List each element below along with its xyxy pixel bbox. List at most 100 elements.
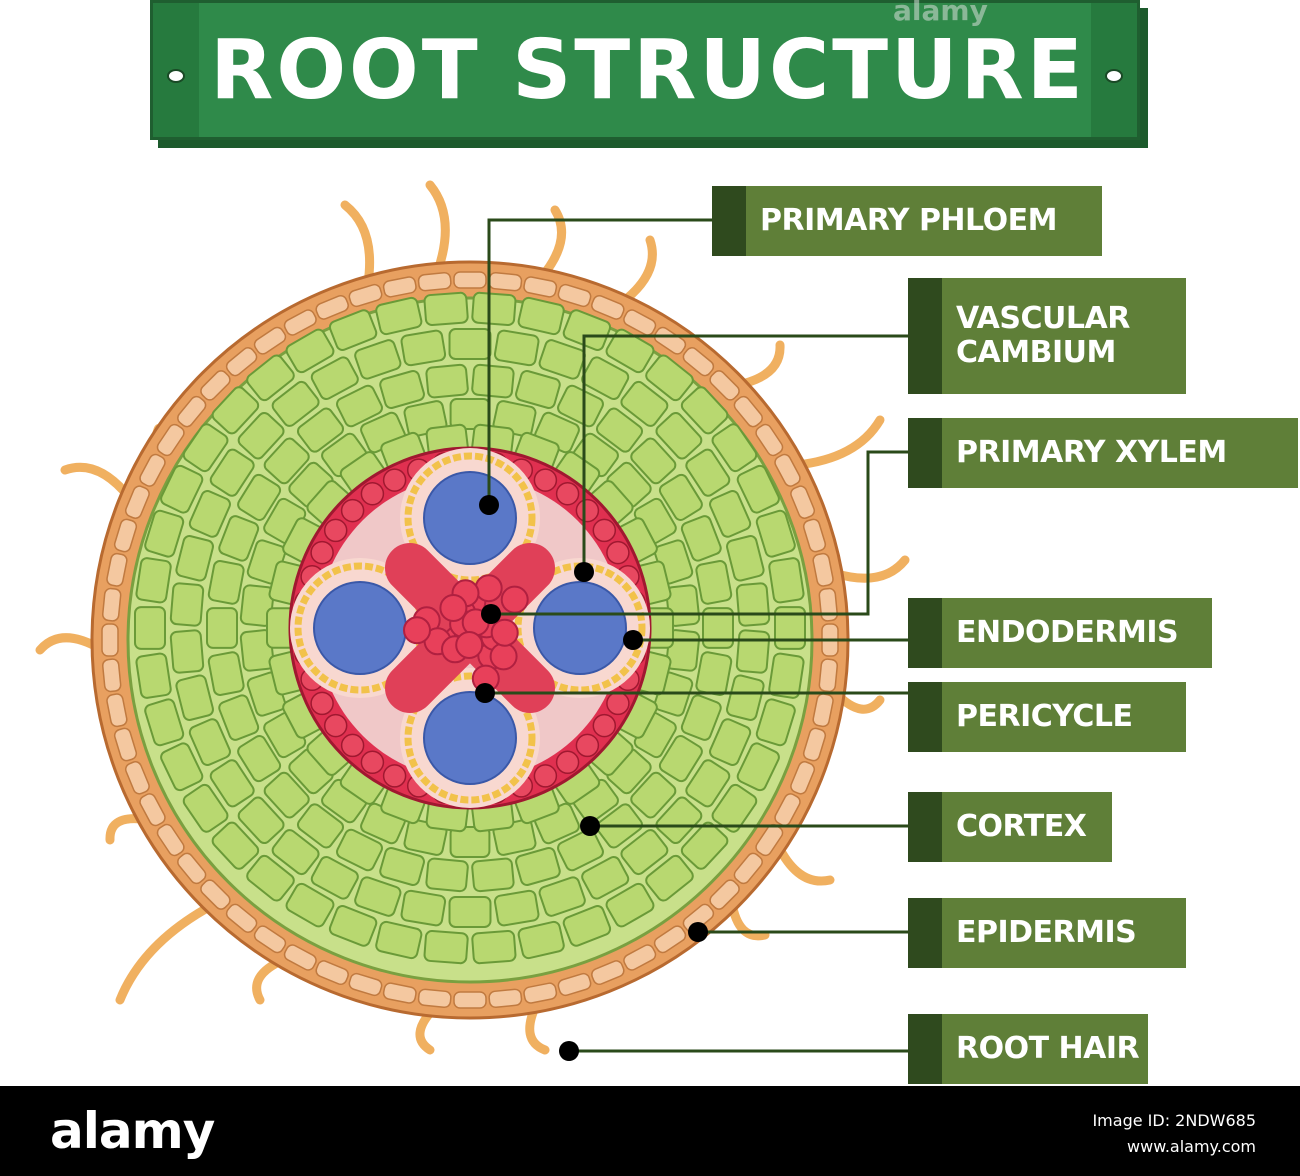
- epidermis-cell: [812, 693, 834, 728]
- cortex-cell: [726, 535, 765, 582]
- phloem-lobe: [313, 581, 407, 675]
- epidermis-cell: [101, 587, 122, 622]
- epidermis-cell: [653, 925, 687, 954]
- epidermis-cell: [709, 879, 740, 910]
- cortex-cell: [271, 829, 320, 876]
- label-pericycle: PERICYCLE: [908, 682, 1186, 752]
- phloem-lobe: [423, 691, 517, 785]
- cortex-cell: [562, 309, 612, 351]
- endodermis-cell: [533, 468, 558, 492]
- cortex-cell: [711, 423, 758, 473]
- cortex-cell: [188, 718, 231, 766]
- cortex-cell: [211, 821, 260, 870]
- cortex-cell: [211, 386, 260, 435]
- cortex-cell: [296, 803, 345, 849]
- title-banner-plate: ROOT STRUCTURE: [150, 0, 1140, 140]
- epidermis-cell: [156, 823, 185, 857]
- cortex-cell: [755, 698, 796, 747]
- cortex-cell: [239, 584, 275, 627]
- cortex-cell: [423, 930, 469, 965]
- endodermis-cell: [360, 750, 385, 775]
- epidermis-cell: [106, 552, 128, 587]
- label-text: ROOT HAIR: [956, 1031, 1140, 1066]
- cortex-cell: [169, 582, 205, 627]
- epidermis-cell: [113, 727, 138, 762]
- cortex-cell: [595, 407, 644, 453]
- endodermis-cell: [340, 733, 365, 758]
- cambium-ring: [404, 452, 536, 584]
- cortex-cell: [658, 473, 703, 521]
- cortex-cell: [182, 783, 229, 833]
- epidermis-cell: [523, 982, 558, 1004]
- leader-dot-vascular-cambium: [574, 562, 594, 582]
- cortex-cell: [630, 771, 677, 819]
- epidermis-cell: [709, 370, 740, 401]
- xylem-cell: [403, 616, 431, 645]
- leader-dot-endodermis: [623, 630, 643, 650]
- endodermis-cell: [592, 713, 617, 738]
- cortex-cell: [328, 905, 378, 947]
- endodermis-cell: [555, 481, 580, 506]
- label-tab: [908, 418, 942, 488]
- cortex-cell: [160, 742, 204, 792]
- label-text: VASCULAR CAMBIUM: [956, 301, 1130, 370]
- cortex-cell: [209, 448, 255, 497]
- cortex-cell: [175, 535, 214, 582]
- cortex-cell: [175, 674, 214, 721]
- cortex-cell: [655, 411, 703, 460]
- endodermis-cell: [382, 764, 407, 788]
- cortex-cell: [493, 889, 540, 927]
- cortex-cell: [160, 464, 204, 514]
- cortex-cell: [709, 490, 752, 538]
- site-url-text: www.alamy.com: [1127, 1137, 1256, 1156]
- label-cortex: CORTEX: [908, 792, 1112, 862]
- epidermis-cell: [774, 453, 801, 487]
- endodermis-cell: [592, 518, 617, 543]
- cortex-cell: [206, 607, 238, 649]
- label-tab: [908, 682, 942, 752]
- epidermis-cell: [200, 370, 231, 401]
- root-hair: [115, 900, 217, 1005]
- cambium-ring: [404, 672, 536, 804]
- label-primary-xylem: PRIMARY XYLEM: [908, 418, 1298, 488]
- epidermis-cell: [106, 693, 128, 728]
- cortex-cell: [237, 411, 285, 460]
- cortex-cell: [471, 930, 517, 965]
- epidermis-cell: [225, 347, 258, 377]
- cortex-cell: [605, 328, 655, 374]
- root-hair: [340, 200, 375, 289]
- leader-dot-epidermis: [688, 922, 708, 942]
- cortex-cell: [702, 607, 734, 649]
- cortex-cell: [263, 437, 310, 485]
- cortex-cell: [680, 515, 722, 562]
- label-vascular-cambium: VASCULAR CAMBIUM: [908, 278, 1186, 394]
- cortex-cell: [735, 629, 771, 674]
- endodermis-cell: [340, 498, 365, 523]
- cortex-cell: [209, 759, 255, 808]
- epidermis-cell: [733, 852, 763, 885]
- epidermis-cell: [124, 485, 150, 519]
- cortex-cell: [296, 407, 345, 453]
- cortex-cell: [218, 694, 260, 741]
- cortex-cell: [471, 291, 517, 326]
- alamy-logo: alamy: [50, 1102, 215, 1160]
- label-text: PERICYCLE: [956, 699, 1133, 734]
- epidermis-cell: [283, 309, 317, 336]
- epidermis-cell: [417, 271, 452, 292]
- cortex-cell: [448, 896, 492, 928]
- cortex-cell: [182, 423, 229, 473]
- epidermis-cell: [315, 294, 349, 320]
- cortex-cell: [239, 629, 275, 672]
- page-title: ROOT STRUCTURE: [210, 23, 1086, 118]
- label-endodermis: ENDODERMIS: [908, 598, 1212, 668]
- xylem-cell: [474, 574, 503, 603]
- cortex-cell: [134, 606, 166, 650]
- cortex-cell: [774, 606, 806, 650]
- cortex-cell: [515, 847, 561, 886]
- cortex-cell: [246, 354, 295, 402]
- epidermis-cell: [557, 972, 592, 997]
- label-text: ENDODERMIS: [956, 615, 1179, 650]
- epidermis-cell: [139, 793, 166, 827]
- cortex-cell: [144, 509, 185, 558]
- cortex-cell: [680, 386, 729, 435]
